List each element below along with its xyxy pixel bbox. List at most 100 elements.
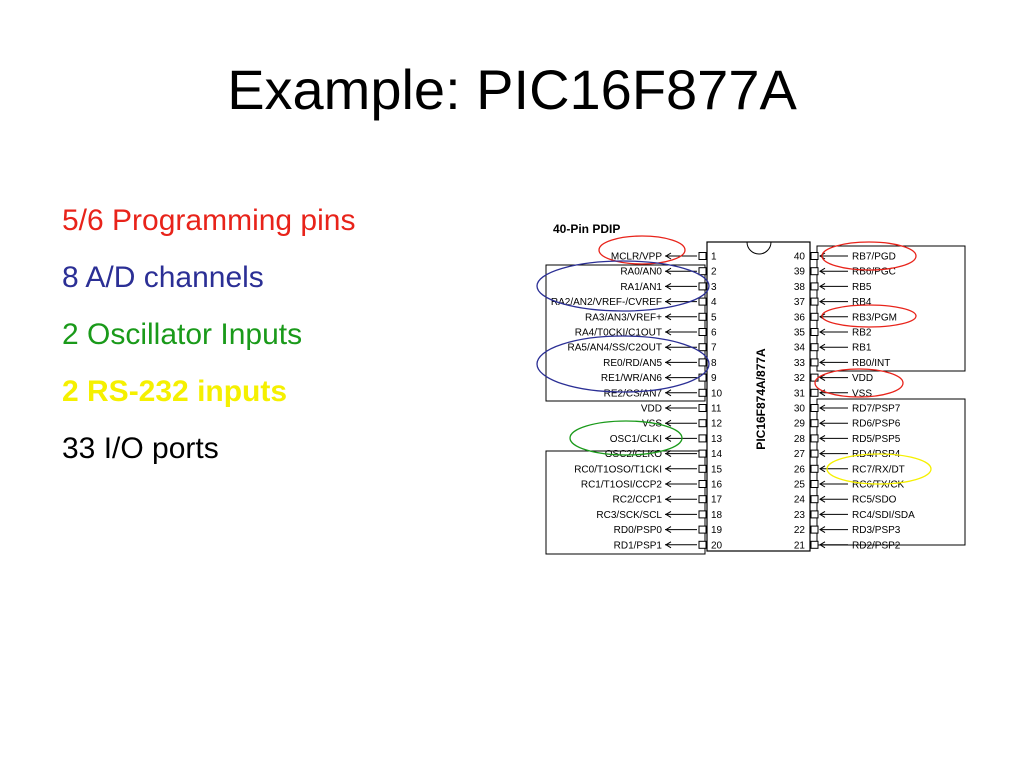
pin-number: 24 (794, 495, 806, 506)
pin-label: RB3/PGM (852, 312, 897, 323)
pin-label: RD1/PSP1 (614, 540, 663, 551)
pin-arrow (819, 541, 826, 549)
pin-number: 38 (794, 282, 806, 293)
pin-label: RD3/PSP3 (852, 525, 901, 536)
pin-number: 14 (711, 449, 723, 460)
pin-number: 22 (794, 525, 806, 536)
pin-number: 11 (711, 404, 722, 415)
pin-pad (698, 252, 707, 260)
pin-arrow (819, 298, 826, 306)
pin-label: RA3/AN3/VREF+ (585, 312, 662, 323)
pin-pad (698, 495, 707, 504)
pin-arrow (819, 450, 826, 458)
pin-pad (810, 343, 819, 352)
pin-arrow (665, 419, 672, 427)
pin-arrow (819, 465, 826, 473)
pin-arrow (665, 541, 672, 549)
pin-label: RD7/PSP7 (852, 404, 901, 415)
pin-pad (698, 540, 707, 549)
pin-number: 9 (711, 373, 717, 384)
pin-label: RC5/SDO (852, 495, 897, 506)
pin-pad (810, 540, 819, 549)
pin-number: 8 (711, 358, 717, 369)
highlight-layer (536, 235, 932, 485)
pin-arrow (819, 510, 826, 518)
pin-label: RC7/RX/DT (852, 464, 905, 475)
pin-pad (810, 373, 819, 382)
pin-arrow (665, 434, 672, 442)
pin-arrow (665, 389, 672, 397)
highlight-rx-tx (826, 453, 932, 485)
pin-arrow (665, 282, 672, 290)
pin-label: RB7/PGD (852, 252, 896, 263)
pin-number: 16 (711, 480, 723, 491)
pin-label: RB5 (852, 282, 872, 293)
pin-right-38: 38 RB5 (794, 282, 872, 293)
pin-pad (810, 404, 819, 412)
highlight-pgm (821, 304, 917, 328)
pin-label: MCLR/VPP (611, 252, 662, 263)
pin-label: RC1/T1OSI/CCP2 (581, 480, 663, 491)
pin-number: 32 (794, 373, 806, 384)
pin-pad (810, 419, 819, 428)
pin-number: 27 (794, 449, 806, 460)
pin-arrow (819, 328, 826, 336)
pin-number: 26 (794, 464, 806, 475)
pin-arrow (819, 480, 826, 488)
highlight-pgd-pgc (821, 241, 917, 271)
pin-arrow (819, 495, 826, 503)
pin-pad (810, 480, 819, 488)
pin-arrow (665, 495, 672, 503)
pin-number: 15 (711, 464, 723, 475)
highlight-mclr (598, 235, 686, 265)
pin-arrow (665, 374, 672, 382)
pin-arrow (665, 267, 672, 275)
pin-label: RD5/PSP5 (852, 434, 901, 445)
pin-number: 23 (794, 510, 806, 521)
pin-number: 21 (794, 540, 806, 551)
bullet-item: 5/6 Programming pins (62, 204, 356, 237)
highlight-oscillator (569, 420, 683, 456)
pin-number: 40 (794, 252, 806, 263)
pin-number: 6 (711, 328, 717, 339)
pin-arrow (665, 510, 672, 518)
pin-label: RE0/RD/AN5 (603, 358, 662, 369)
pin-right-22: 22 RD3/PSP3 (794, 525, 901, 536)
bullet-item: 2 Oscillator Inputs (62, 318, 303, 351)
pin-pad (810, 358, 819, 367)
pin-pad (698, 480, 707, 488)
pin-number: 2 (711, 267, 717, 278)
pin-label: RB2 (852, 328, 872, 339)
pin-label: RB6/PGC (852, 267, 896, 278)
pin-label: RC6/TX/CK (852, 480, 905, 491)
pin-pad (698, 510, 707, 519)
pin-arrow (665, 480, 672, 488)
package-label: 40-Pin PDIP (553, 222, 620, 236)
pin-number: 12 (711, 419, 723, 430)
pin-arrow (665, 298, 672, 306)
pin-arrow (819, 434, 826, 442)
pin-arrow (665, 526, 672, 534)
pin-right-40: 40 RB7/PGD (794, 252, 896, 263)
pin-right-25: 25 RC6/TX/CK (794, 480, 905, 491)
pin-pad (810, 525, 819, 534)
pin-number: 25 (794, 480, 806, 491)
slide-title: Example: PIC16F877A (227, 58, 797, 121)
pin-pad (810, 312, 819, 321)
pin-pad (698, 282, 707, 291)
pin-label: OSC1/CLKI (610, 434, 662, 445)
pin-arrow (819, 374, 826, 382)
pin-arrow (665, 358, 672, 366)
pin-pad (810, 388, 819, 397)
